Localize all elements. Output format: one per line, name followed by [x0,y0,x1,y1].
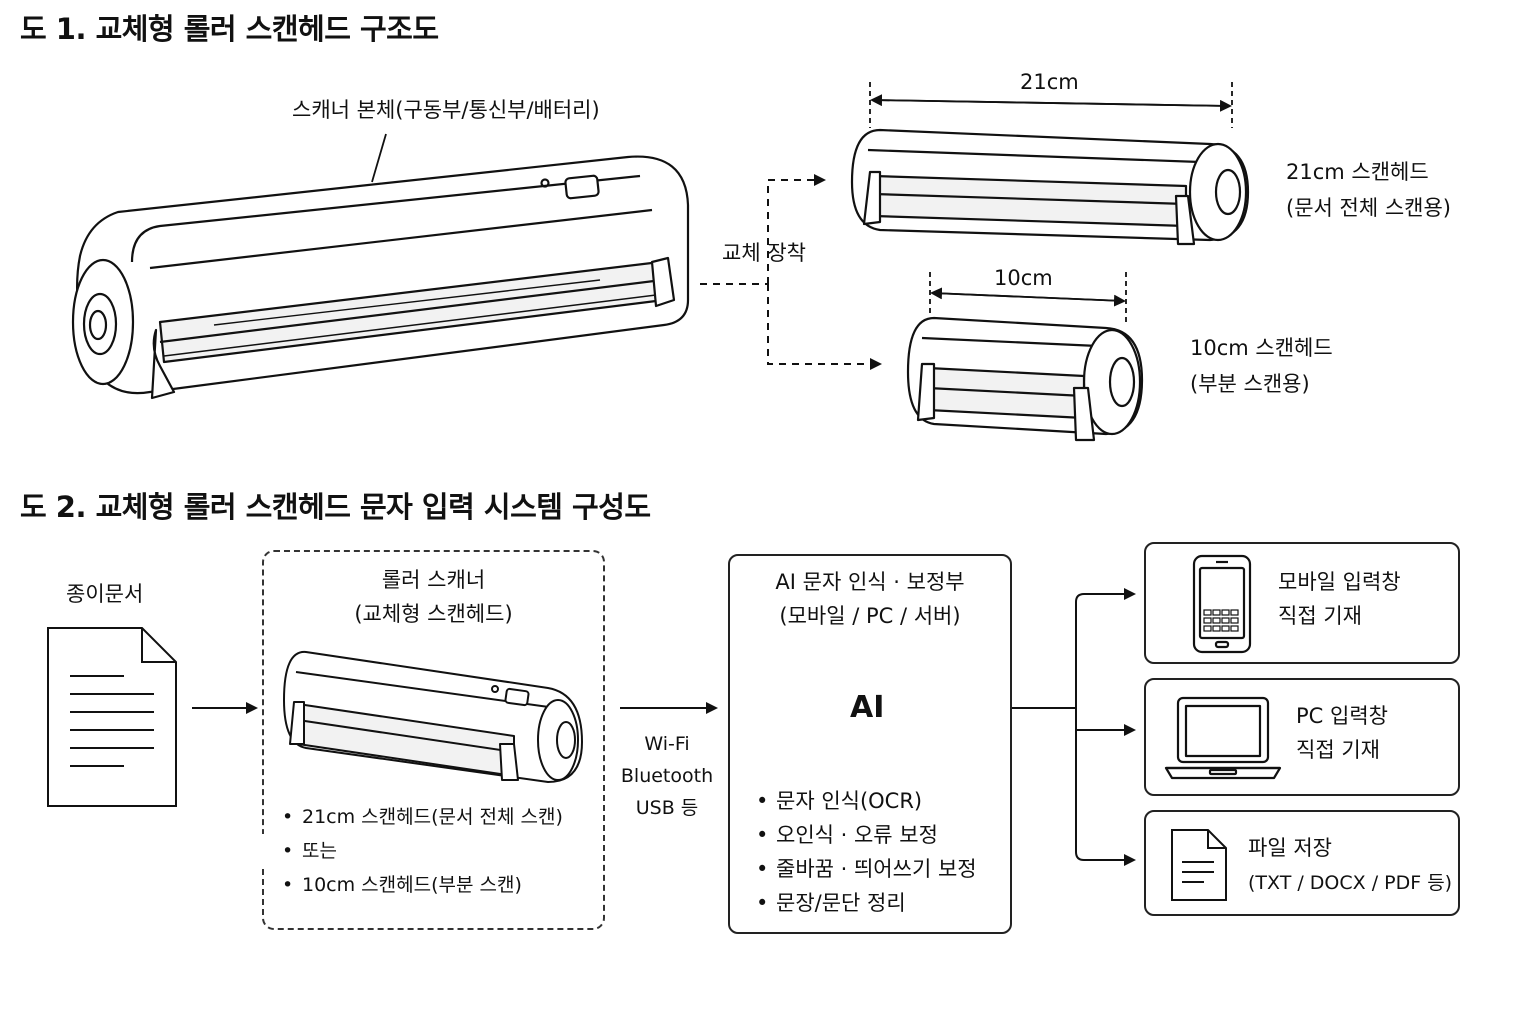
scanner-body-label: 스캐너 본체(구동부/통신부/배터리) [292,98,600,122]
smartphone-icon [1192,554,1252,654]
output-splitter [1012,593,1132,861]
or-label: 또는 [302,840,337,862]
roller-scanner-illustration [283,650,583,783]
document-icon [1171,829,1227,901]
roller-scanner-subtitle: (교체형 스캔헤드) [354,602,513,626]
figure-1-title: 도 1. 교체형 롤러 스캔헤드 구조도 [20,12,439,46]
scanhead-21cm-name: 21cm 스캔헤드 [1286,160,1429,184]
output-mobile-line1: 모바일 입력창 [1278,570,1401,594]
output-arrowheads [1120,588,1136,866]
output-pc-line1: PC 입력창 [1296,704,1388,728]
output-mobile-box: 모바일 입력창 직접 기재 [1144,542,1460,664]
ai-bullet-sentence-cleanup: 문장/문단 정리 [756,886,977,920]
roller-scanner-box [262,550,605,930]
dimension-10cm-label: 10cm [994,266,1053,290]
scanhead-10cm-desc: (부분 스캔용) [1190,372,1310,396]
scanner-body-illustration [71,155,690,400]
output-file-box: 파일 저장 (TXT / DOCX / PDF 등) [1144,810,1460,916]
connection-wifi: Wi-Fi [644,733,690,755]
scanner-bullet-10cm: 10cm 스캔헤드(부분 스캔) [282,868,563,902]
dimension-21cm-label: 21cm [1020,70,1079,94]
scanner-bullet-list: 21cm 스캔헤드(문서 전체 스캔) 또는 10cm 스캔헤드(부분 스캔) [262,800,563,902]
output-file-line1: 파일 저장 [1248,836,1332,860]
connection-bluetooth: Bluetooth [620,765,714,787]
ai-icon-text: AI [850,690,885,725]
scanner-bullet-21cm: 21cm 스캔헤드(문서 전체 스캔) [282,800,563,834]
paper-document-label: 종이문서 [66,582,144,606]
scanner-or-text: 또는 [262,834,563,868]
roller-scanner-title: 롤러 스캐너 [381,568,486,592]
ai-box-subtitle: (모바일 / PC / 서버) [779,604,961,628]
dimension-10cm [929,272,1127,322]
scanhead-10cm-illustration [906,316,1144,442]
body-leader-line [371,133,387,183]
output-file-line2: (TXT / DOCX / PDF 등) [1248,872,1453,894]
ai-bullet-spacing-correction: 줄바꿈 · 띄어쓰기 보정 [756,852,977,886]
scanhead-21cm-desc: (문서 전체 스캔용) [1286,196,1451,220]
figure-2-title: 도 2. 교체형 롤러 스캔헤드 문자 입력 시스템 구성도 [20,490,651,524]
ai-bullet-error-correction: 오인식 · 오류 보정 [756,818,977,852]
swap-label: 교체 장착 [722,241,806,265]
swap-connector [700,174,882,370]
scanhead-10cm-name: 10cm 스캔헤드 [1190,336,1333,360]
paper-document-icon [47,627,177,807]
laptop-icon [1164,696,1282,780]
connection-usb: USB 등 [635,797,699,819]
output-mobile-line2: 직접 기재 [1278,604,1362,628]
ai-bullet-ocr: 문자 인식(OCR) [756,784,977,818]
dimension-21cm [869,82,1233,128]
connection-label: Wi-Fi Bluetooth USB 등 [612,728,722,824]
ai-box-title: AI 문자 인식 · 보정부 [775,570,965,594]
output-pc-line2: 직접 기재 [1296,738,1380,762]
output-pc-box: PC 입력창 직접 기재 [1144,678,1460,796]
scanhead-21cm-illustration [850,128,1250,246]
ai-function-list: 문자 인식(OCR) 오인식 · 오류 보정 줄바꿈 · 띄어쓰기 보정 문장/… [756,784,977,920]
